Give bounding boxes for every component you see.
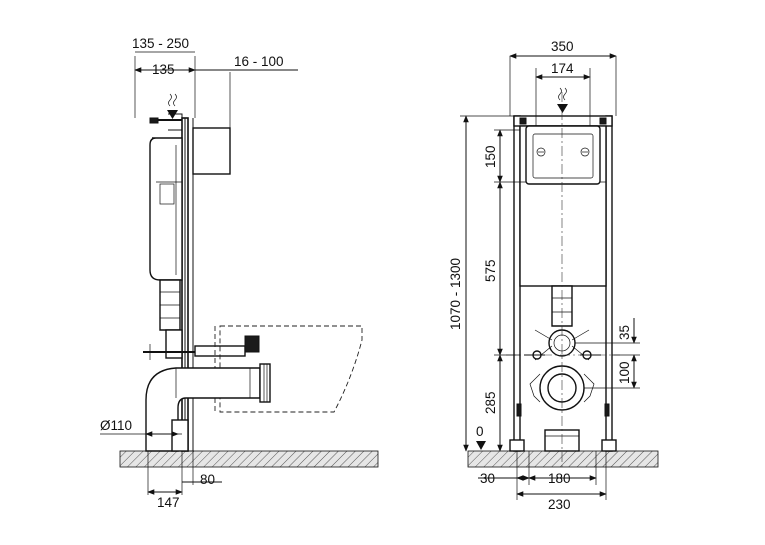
front-upright-left <box>513 115 521 452</box>
dim-front-button-height: 150 <box>483 145 498 168</box>
side-drain-bend <box>145 367 261 452</box>
dim-front-base-width: 230 <box>548 497 571 512</box>
side-view: 135 - 250 135 16 - 100 Ø110 147 80 <box>100 36 379 510</box>
side-floor <box>119 450 379 468</box>
dim-front-frame-width: 350 <box>551 39 574 54</box>
dim-side-depth-range: 16 - 100 <box>234 54 284 69</box>
side-wc-outline <box>219 325 363 413</box>
dim-front-inner-width: 180 <box>548 471 571 486</box>
dim-front-leg-offset: 30 <box>480 471 495 486</box>
dim-side-foot: 147 <box>157 495 180 510</box>
water-inlet-arrow-icon <box>557 87 568 113</box>
floor-zero-marker <box>476 441 486 450</box>
dim-front-bolt-offset: 35 <box>617 325 632 340</box>
dim-front-drain-height: 285 <box>483 391 498 414</box>
dim-front-bolt-spacing: 100 <box>617 361 632 384</box>
dim-front-button-width: 174 <box>551 61 574 76</box>
dim-side-offset-range: 135 - 250 <box>132 36 189 51</box>
side-button-box <box>192 127 231 175</box>
front-floor <box>467 450 659 468</box>
dim-side-frame: 80 <box>200 472 215 487</box>
dim-front-floor-zero: 0 <box>476 424 484 439</box>
front-view: 350 174 1070 - 1300 150 575 285 35 100 0 <box>448 39 659 512</box>
dim-front-total-height: 1070 - 1300 <box>448 258 463 330</box>
water-inlet-arrow-icon <box>167 93 178 119</box>
dim-side-pipe-diameter: Ø110 <box>100 418 132 433</box>
side-cistern <box>149 137 183 281</box>
dim-front-tank-height: 575 <box>483 259 498 282</box>
front-button-frame <box>525 125 601 185</box>
dim-side-offset: 135 <box>152 62 175 77</box>
front-upright-right <box>605 115 613 452</box>
